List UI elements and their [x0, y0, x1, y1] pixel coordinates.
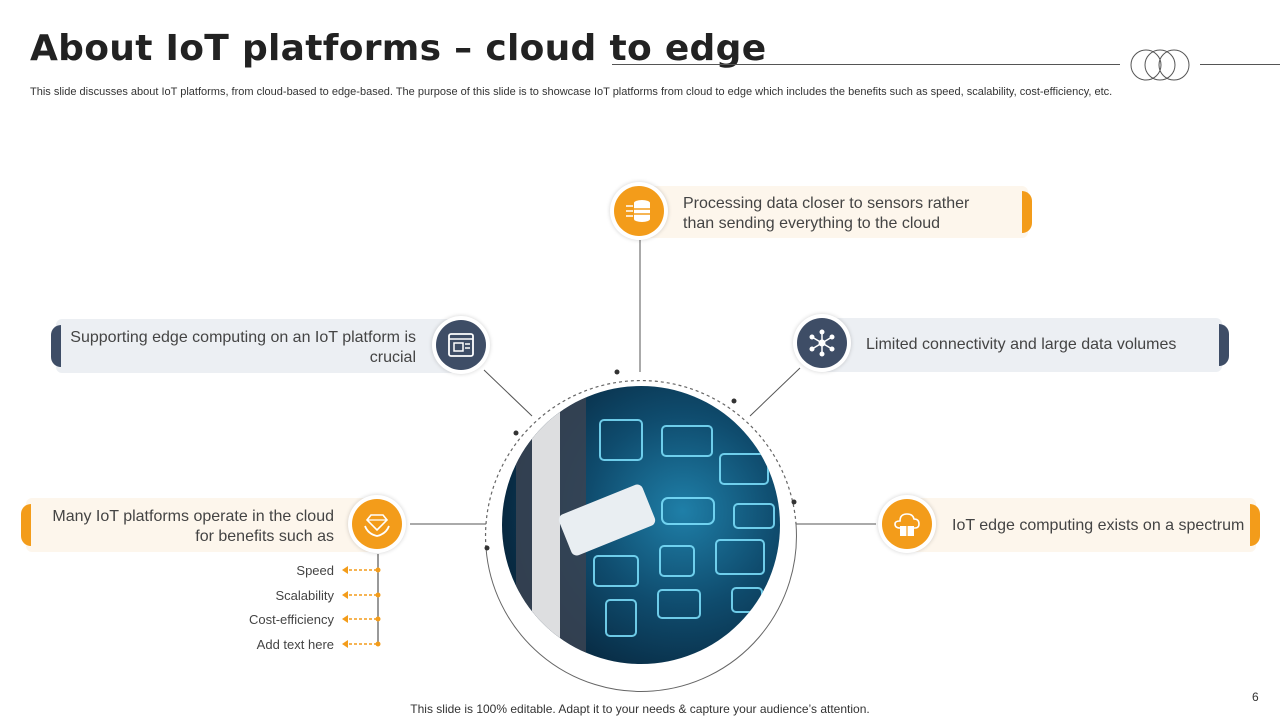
benefit-item: Scalability	[275, 588, 334, 603]
diamond-hands-icon	[352, 499, 402, 549]
benefit-item: Add text here	[256, 637, 334, 652]
page-subtitle: This slide discusses about IoT platforms…	[30, 86, 1113, 98]
page-title: About IoT platforms – cloud to edge	[30, 28, 767, 69]
left-item-text: Supporting edge computing on an IoT plat…	[70, 329, 416, 366]
bottom-right-item-cap	[1250, 504, 1260, 546]
top-item-cap	[1022, 191, 1032, 233]
footer-note: This slide is 100% editable. Adapt it to…	[410, 702, 870, 716]
left-item-card	[56, 319, 456, 373]
dashboard-window-icon	[436, 320, 486, 370]
top-item-card	[640, 186, 1028, 238]
left-item-cap	[51, 325, 61, 367]
title-divider	[612, 64, 1120, 65]
left-item-badge	[432, 316, 490, 374]
top-item-badge	[610, 182, 668, 240]
right-item-text: Limited connectivity and large data volu…	[866, 336, 1177, 353]
bottom-right-item-badge	[878, 495, 936, 553]
page-number: 6	[1252, 690, 1259, 704]
iot-hologram-graphic	[516, 386, 775, 664]
cloud-box-icon	[882, 499, 932, 549]
central-iot-image	[502, 386, 780, 664]
bottom-right-item-card	[906, 498, 1256, 552]
right-item-cap	[1219, 324, 1229, 366]
benefit-item: Cost-efficiency	[248, 612, 334, 627]
right-item-card	[822, 318, 1222, 372]
benefit-arrows	[342, 554, 381, 648]
bottom-left-item-text: Many IoT platforms operate in the cloud …	[52, 508, 334, 545]
network-nodes-icon	[797, 318, 847, 368]
top-item-text: Processing data closer to sensors rather…	[683, 195, 970, 232]
bottom-left-item-card	[26, 498, 380, 552]
bottom-left-item-badge	[348, 495, 406, 553]
title-divider-right	[1200, 64, 1280, 65]
right-item-badge	[793, 314, 851, 372]
benefit-item: Speed	[296, 563, 334, 578]
bottom-right-item-text: IoT edge computing exists on a spectrum	[952, 517, 1245, 534]
bottom-left-item-cap	[21, 504, 31, 546]
database-icon	[614, 186, 664, 236]
rings-decoration-icon	[1130, 49, 1190, 81]
